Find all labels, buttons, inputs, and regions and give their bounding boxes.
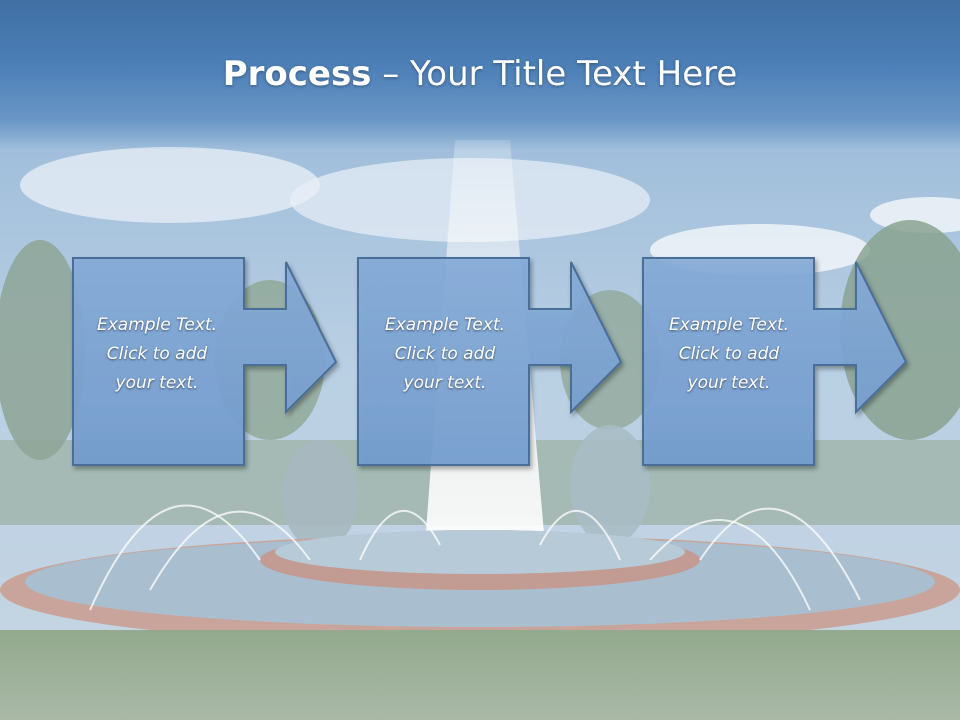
process-step-1-shape[interactable] [72,257,338,466]
step-1-line-2: Click to add [106,344,208,364]
step-1-line-1: Example Text. [96,315,218,335]
step-3-line-2: Click to add [678,344,780,364]
step-2-line-1: Example Text. [384,315,506,335]
step-1-line-3: your text. [115,373,199,393]
process-step-2-shape[interactable] [357,257,623,466]
process-step-2-text[interactable]: Example Text. Click to add your text. [360,311,530,398]
process-step-3-shape[interactable] [642,257,908,466]
slide-title-rest: – Your Title Text Here [371,54,738,94]
process-step-1-text[interactable]: Example Text. Click to add your text. [72,311,242,398]
slide-title[interactable]: Process – Your Title Text Here [0,52,960,96]
step-2-line-2: Click to add [394,344,496,364]
step-2-line-3: your text. [403,373,487,393]
process-step-3-text[interactable]: Example Text. Click to add your text. [644,311,814,398]
step-3-line-3: your text. [687,373,771,393]
title-band [0,0,960,150]
step-3-line-1: Example Text. [668,315,790,335]
slide-title-bold: Process [222,54,372,94]
